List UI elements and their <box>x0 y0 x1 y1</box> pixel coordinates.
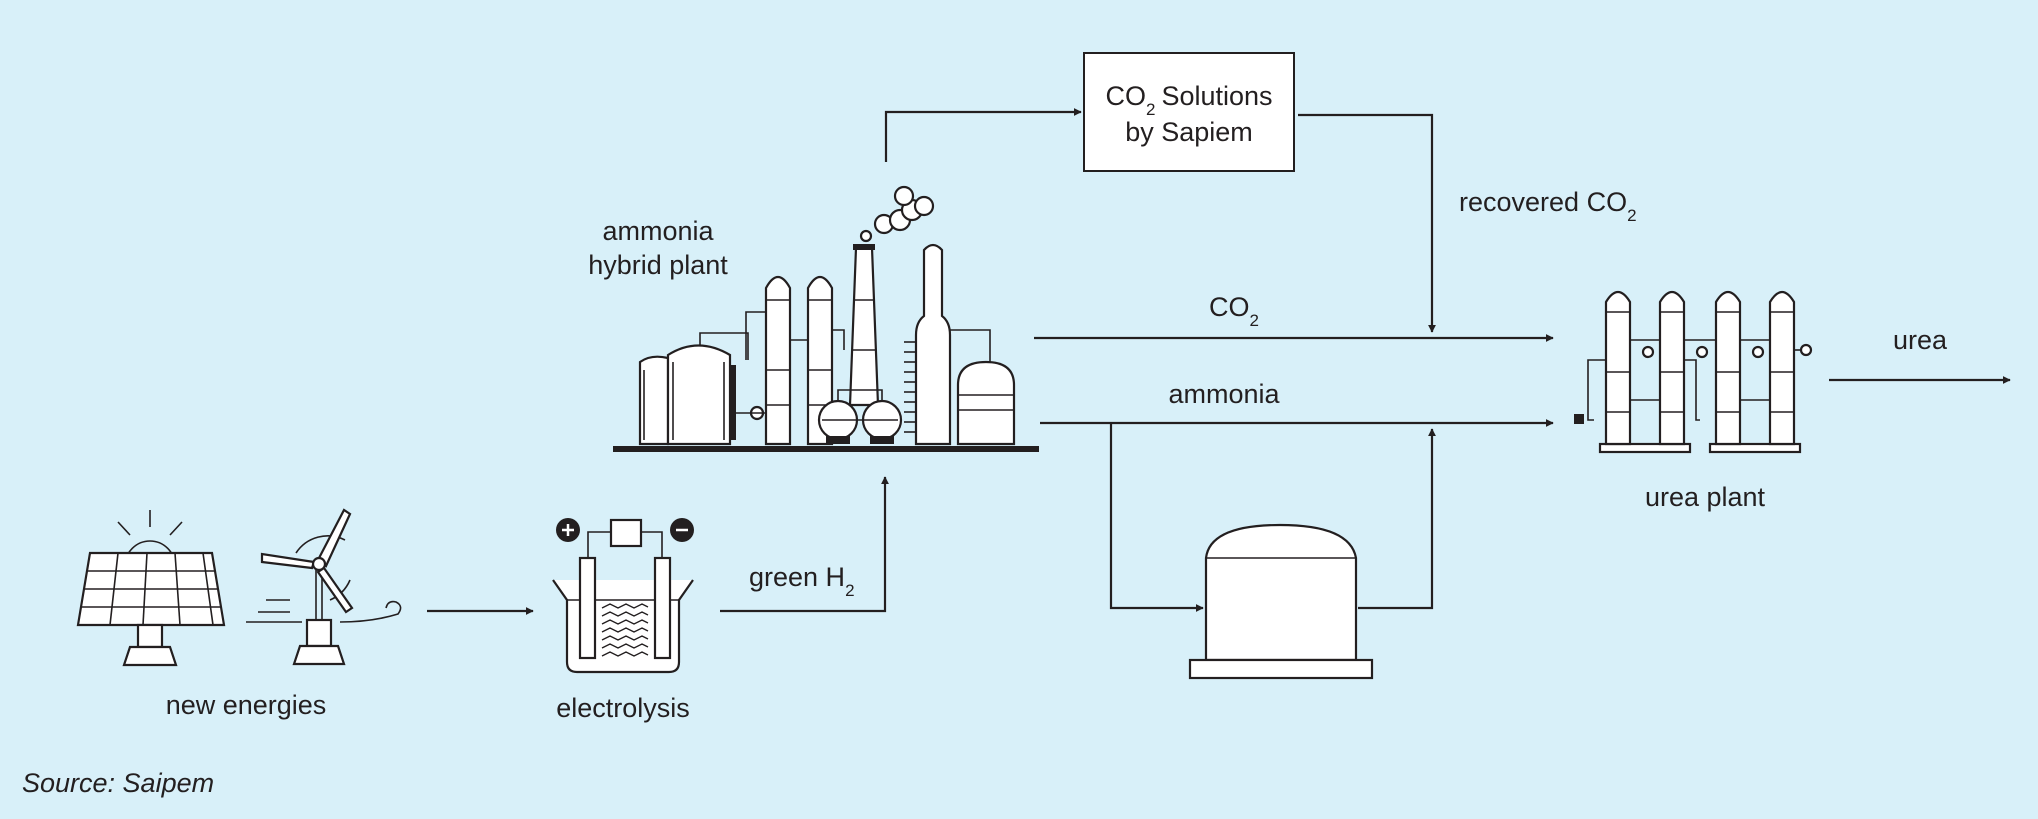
flow-ammonia-to-storage <box>1109 423 1204 612</box>
green-h2-label: green H2 <box>749 562 855 600</box>
membrane-hatch <box>601 603 649 657</box>
ammonia-plant-icon <box>613 185 1039 452</box>
flow-plant-to-co2-box <box>884 108 1082 162</box>
urea-plant-icon <box>1574 290 1813 454</box>
electrolysis-cell-icon <box>552 518 694 674</box>
new-energies-label: new energies <box>166 690 327 720</box>
solar-panel-icon <box>76 510 226 667</box>
flow-lines <box>427 108 2011 615</box>
source-note: Source: Saipem <box>22 768 214 798</box>
ammonia-plant-label-line1: ammonia <box>602 216 714 246</box>
negative-terminal-icon <box>670 518 694 542</box>
ammonia-plant-label-line2: hybrid plant <box>588 250 728 280</box>
co2-flow-label: CO2 <box>1209 292 1259 330</box>
flow-recovered-co2 <box>1298 113 1436 333</box>
storage-tank-icon <box>1188 523 1374 680</box>
urea-plant-label: urea plant <box>1645 482 1766 512</box>
urea-output-label: urea <box>1893 325 1948 355</box>
smoke <box>859 185 935 243</box>
flow-storage-to-urea <box>1358 428 1436 610</box>
co2-box-line2: by Sapiem <box>1125 117 1253 147</box>
positive-terminal-icon <box>556 518 580 542</box>
flow-green-h2 <box>720 476 889 613</box>
recovered-co2-label: recovered CO2 <box>1459 187 1637 225</box>
wind-turbine-icon <box>246 508 402 666</box>
electrolysis-label: electrolysis <box>556 693 690 723</box>
ammonia-flow-label: ammonia <box>1168 379 1280 409</box>
